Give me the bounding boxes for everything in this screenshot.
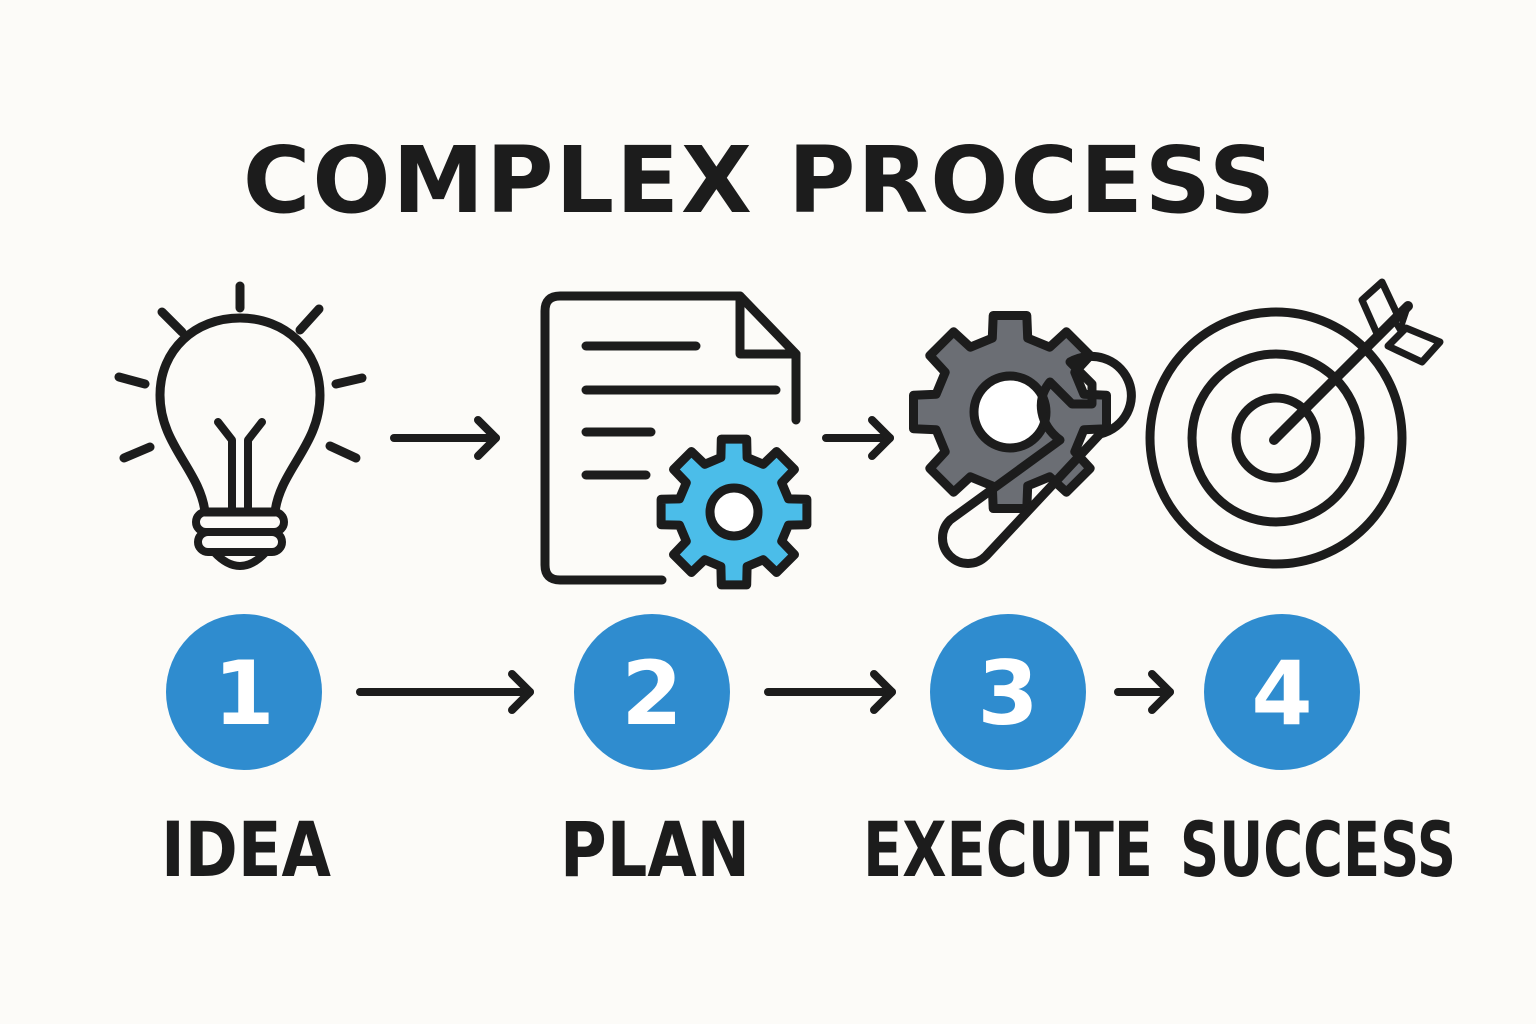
step-3: 3 — [930, 614, 1086, 770]
step-label-execute: EXECUTE — [863, 805, 1153, 894]
connector-arrows-lower — [356, 670, 1174, 714]
step-label-idea: IDEA — [161, 805, 331, 894]
step-1: 1 — [166, 614, 322, 770]
wrench-icon — [938, 351, 1136, 568]
arrow-dart — [1269, 278, 1444, 445]
arrow-right-icon — [1114, 670, 1174, 714]
light-rays — [114, 281, 367, 463]
diagram-title: COMPLEX PROCESS — [243, 127, 1277, 234]
document-fold — [735, 291, 801, 359]
connector-arrows-upper — [390, 416, 894, 460]
step-circle — [574, 614, 730, 770]
step-number: 4 — [1251, 642, 1312, 745]
arrow-right-icon — [764, 670, 896, 714]
step-number: 3 — [977, 642, 1038, 745]
arrow-right-icon — [390, 416, 500, 460]
document-lines — [581, 341, 781, 480]
gear-hub — [705, 483, 763, 541]
gear-hub — [969, 371, 1051, 453]
arrow-right-icon — [822, 416, 894, 460]
target-icon — [1145, 278, 1444, 569]
gear-wrench-icon — [909, 311, 1136, 568]
bulb-glass — [155, 313, 325, 517]
filament — [214, 418, 266, 516]
bulb-base — [192, 508, 288, 570]
arrow-right-icon — [356, 670, 534, 714]
document-sheet — [540, 291, 801, 585]
step-number: 1 — [213, 642, 274, 745]
step-2: 2 — [574, 614, 730, 770]
step-label-success: SUCCESS — [1180, 805, 1456, 894]
step-4: 4 — [1204, 614, 1360, 770]
step-circle — [1204, 614, 1360, 770]
lightbulb-icon — [114, 281, 367, 570]
step-circle — [166, 614, 322, 770]
step-label-plan: PLAN — [560, 805, 750, 894]
document-gear-icon — [540, 291, 812, 590]
step-circle — [930, 614, 1086, 770]
step-number: 2 — [621, 642, 682, 745]
gear-icon — [656, 434, 812, 590]
